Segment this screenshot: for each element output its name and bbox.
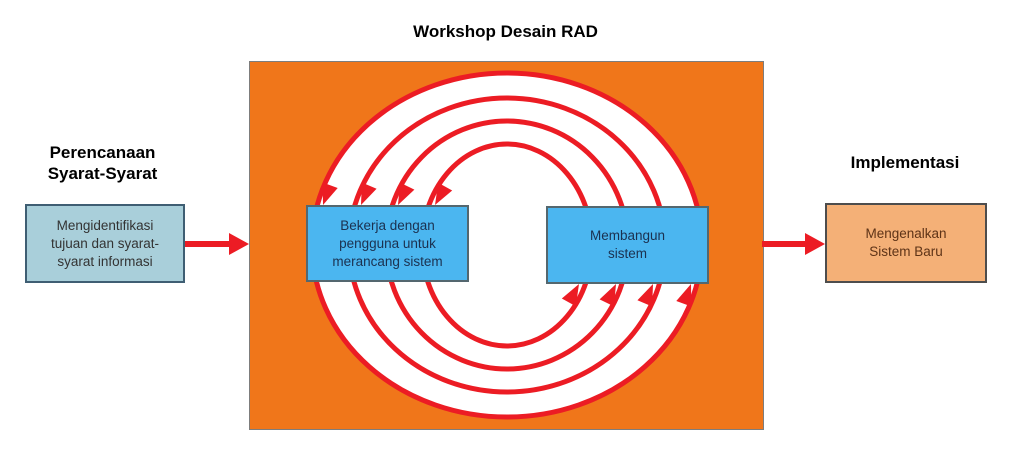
phase-label-implementasi: Implementasi bbox=[850, 153, 960, 172]
build-system-box: Membangun sistem bbox=[546, 206, 709, 284]
rad-workshop-panel: Bekerja dengan pengguna untuk merancang … bbox=[249, 61, 764, 430]
loop-arrowheads-bottom bbox=[561, 284, 692, 307]
introduce-new-system-box: Mengenalkan Sistem Baru bbox=[825, 203, 987, 283]
phase-label-perencanaan: Perencanaan Syarat-Syarat bbox=[47, 143, 158, 183]
iteration-loop-svg bbox=[309, 70, 705, 420]
arrow-identify-to-workshop bbox=[185, 233, 249, 255]
arrow-workshop-to-implementation bbox=[762, 233, 825, 255]
diagram-title: Workshop Desain RAD bbox=[413, 22, 598, 41]
design-with-users-box: Bekerja dengan pengguna untuk merancang … bbox=[306, 205, 469, 282]
identify-requirements-box: Mengidentifikasi tujuan dan syarat- syar… bbox=[25, 204, 185, 283]
loop-arrowheads-top bbox=[322, 182, 453, 205]
